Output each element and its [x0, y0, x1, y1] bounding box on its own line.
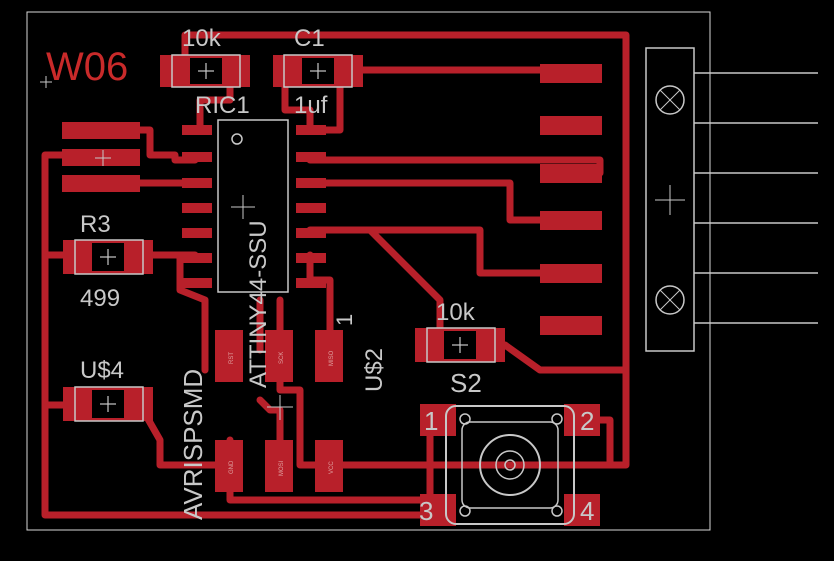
isp-label-rst: RST [229, 352, 235, 364]
switch-s2 [420, 404, 600, 526]
header-pad-5 [540, 264, 602, 283]
isp-pads [215, 330, 343, 492]
component-u4 [63, 386, 153, 422]
isp-label-miso: MISO [329, 350, 335, 366]
isp-pad-mosi [265, 440, 293, 492]
isp-crosshair [267, 395, 293, 420]
u4-name: U$4 [80, 357, 124, 384]
ic1-name: RIC1 [195, 92, 250, 119]
resistor-mid [415, 327, 505, 363]
c1-value: 1uf [294, 92, 328, 119]
header-pad-6 [540, 316, 602, 335]
r-mid-value: 10k [436, 299, 476, 326]
isp-pad-rst [215, 330, 243, 382]
ic1-footprint [182, 119, 326, 293]
isp-name: AVRISPSMD [178, 369, 208, 520]
s2-name: S2 [450, 368, 482, 398]
isp-pad-gnd [215, 440, 243, 492]
header-pad-4 [540, 211, 602, 230]
isp-label-gnd: GND [229, 460, 235, 474]
left-pad-1 [62, 122, 140, 139]
switch-pin-3: 3 [419, 496, 433, 526]
left-crosshair [95, 150, 111, 166]
r3-name: R3 [80, 211, 111, 238]
switch-pin-4: 4 [580, 496, 594, 526]
origin-crosshair [40, 76, 52, 88]
c1-name: C1 [294, 25, 325, 52]
isp-label-vcc: VCC [329, 461, 335, 474]
resistor-top [160, 54, 250, 88]
isp-pad-sck [265, 330, 293, 382]
switch-pin-2: 2 [580, 406, 594, 436]
r3-value: 499 [80, 285, 120, 312]
connector-outline [645, 47, 818, 352]
resistor-r3 [63, 239, 153, 275]
isp-pad-vcc [315, 440, 343, 492]
isp-label-mosi: MOSI [279, 460, 285, 476]
r-top-value: 10k [182, 25, 222, 52]
header-pad-1 [540, 64, 602, 83]
capacitor-c1 [273, 54, 363, 88]
header-pad-2 [540, 116, 602, 135]
board-title: W06 [46, 45, 128, 89]
board-outline [26, 11, 711, 531]
ic1-part: ATTINY44-SSU [245, 220, 272, 388]
left-pad-3 [62, 175, 140, 192]
header-pad-3 [540, 164, 602, 183]
isp-label-sck: SCK [279, 352, 285, 364]
switch-pin-1: 1 [424, 406, 438, 436]
left-pads [62, 122, 140, 192]
header-pads [540, 64, 602, 335]
isp-pad-miso [315, 330, 343, 382]
u2-pin-label: 1 [332, 314, 357, 326]
u2-name: U$2 [361, 348, 388, 392]
